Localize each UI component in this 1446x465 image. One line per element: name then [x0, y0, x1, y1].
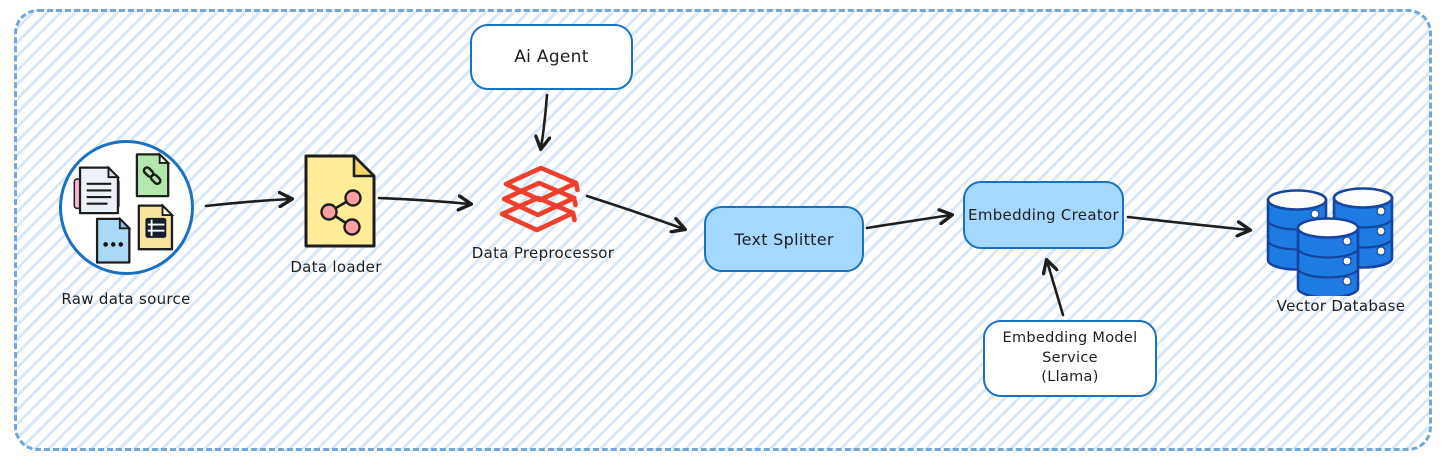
node-text-splitter[interactable]: Text Splitter: [704, 206, 864, 272]
embedding-model-service-label-line1: Embedding Model Service: [1002, 330, 1138, 366]
embedding-creator-label: Embedding Creator: [968, 206, 1119, 224]
raw-data-source-label: Raw data source: [61, 290, 191, 308]
node-data-loader[interactable]: [303, 153, 377, 253]
dots-document-icon: [95, 216, 132, 264]
ai-agent-label: Ai Agent: [514, 47, 589, 67]
table-document-icon: [137, 203, 175, 251]
embedding-model-service-label-line2: (Llama): [1041, 369, 1099, 386]
node-embedding-model-service[interactable]: Embedding Model Service (Llama): [983, 320, 1157, 397]
db-cylinder-front: [1296, 217, 1360, 299]
share-icon: [320, 189, 362, 236]
database-cylinders-icon: [1266, 187, 1394, 299]
layers-stack-icon: [499, 165, 580, 233]
data-preprocessor-label: Data Preprocessor: [471, 244, 615, 262]
node-data-preprocessor[interactable]: [494, 162, 594, 244]
node-embedding-creator[interactable]: Embedding Creator: [963, 181, 1124, 249]
data-loader-file-icon: [304, 154, 376, 248]
text-splitter-label: Text Splitter: [734, 229, 834, 249]
data-loader-label: Data loader: [290, 258, 382, 276]
node-ai-agent[interactable]: Ai Agent: [470, 24, 633, 90]
node-raw-data-source[interactable]: [59, 140, 194, 275]
documents-icon: [73, 165, 121, 215]
raw-data-source-icons: [73, 152, 175, 264]
node-vector-database[interactable]: [1262, 182, 1402, 300]
link-document-icon: [135, 152, 171, 198]
vector-database-label: Vector Database: [1276, 297, 1406, 315]
